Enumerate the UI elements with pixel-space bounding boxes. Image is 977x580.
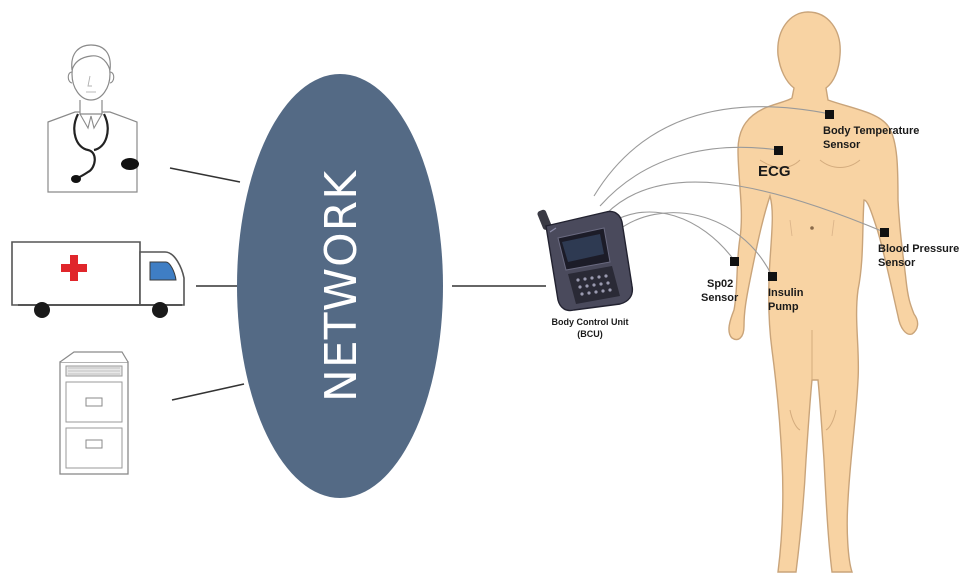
sensor-label: Pump	[768, 301, 799, 313]
sensor-marker	[880, 228, 889, 237]
wire-blood-pressure	[605, 181, 885, 233]
wire-body-temperature	[593, 106, 831, 197]
filing-cabinet-icon	[59, 351, 129, 475]
sensor-label: Body Temperature	[823, 125, 919, 137]
sensor-ecg: ECG	[758, 146, 791, 180]
smartphone-icon	[537, 209, 634, 312]
bcu-title: Body Control Unit	[552, 317, 629, 327]
sensor-blood-pressure: Blood Pressure Sensor	[878, 228, 959, 269]
records-network-link	[171, 383, 245, 401]
sensor-label: Insulin	[768, 287, 804, 299]
sensor-wires	[593, 106, 885, 277]
network-connectors	[169, 167, 546, 401]
ecg-label: ECG	[758, 163, 791, 180]
doctor-network-link	[169, 167, 241, 183]
sensor-label: Sensor	[878, 257, 916, 269]
wire-spo2	[611, 211, 735, 261]
sensor-insulin-pump: Insulin Pump	[768, 272, 804, 313]
sensor-marker	[774, 146, 783, 155]
doctor-icon	[47, 44, 139, 193]
sensor-label: Blood Pressure	[878, 243, 959, 255]
human-body	[728, 11, 919, 573]
sensor-marker	[768, 272, 777, 281]
ambulance-icon	[11, 241, 185, 318]
sensor-body-temperature: Body Temperature Sensor	[823, 110, 919, 151]
network-cloud: NETWORK	[237, 74, 443, 498]
sensor-marker	[730, 257, 739, 266]
network-label: NETWORK	[316, 170, 367, 402]
sensor-spo2: Sp02 Sensor	[701, 257, 739, 304]
wire-ecg	[599, 146, 779, 207]
sensor-label: Sensor	[701, 292, 739, 304]
sensor-marker	[825, 110, 834, 119]
bcu-abbr: (BCU)	[577, 329, 603, 339]
sensor-label: Sp02	[707, 278, 733, 290]
wire-insulin	[615, 212, 773, 277]
sensor-label: Sensor	[823, 139, 861, 151]
